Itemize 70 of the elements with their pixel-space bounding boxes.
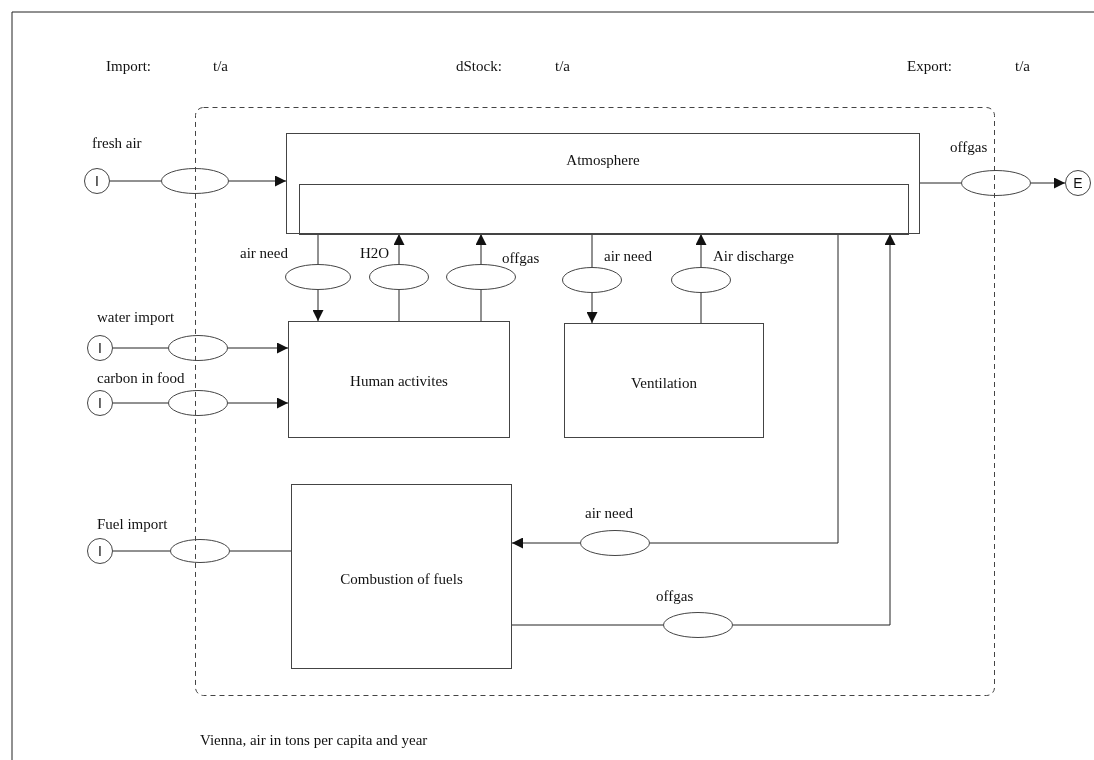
flow-label: water import: [97, 308, 175, 326]
flow-ellipse: [663, 612, 733, 638]
arrow: [586, 292, 598, 324]
arrow: [695, 233, 707, 268]
flow-line: [919, 182, 962, 184]
circle-label: I: [97, 394, 103, 412]
process-box: [288, 321, 510, 438]
flow-label: offgas: [950, 138, 988, 156]
circle-label: I: [97, 542, 103, 560]
flow-ellipse: [671, 267, 731, 293]
flow-ellipse: [168, 390, 228, 416]
flow-label: H2O: [360, 244, 390, 262]
arrow: [511, 537, 581, 549]
flow-line: [317, 233, 319, 265]
flow-line: [649, 233, 839, 544]
flow-line: [112, 402, 169, 404]
flow-label: Air discharge: [713, 247, 794, 265]
balance-label: dStock:: [456, 57, 502, 75]
flow-line: [480, 289, 482, 322]
flow-ellipse: [170, 539, 230, 563]
arrow: [393, 233, 405, 265]
flow-line: [229, 550, 292, 552]
process-box: [564, 323, 764, 438]
flow-line: [398, 289, 400, 322]
flow-label: fresh air: [92, 134, 142, 152]
stock-box: [299, 184, 909, 235]
box-label: Combustion of fuels: [339, 570, 464, 588]
flow-line: [109, 180, 162, 182]
flow-label: air need: [585, 504, 633, 522]
flow-label: air need: [240, 244, 288, 262]
flow-ellipse: [446, 264, 516, 290]
flow-label: carbon in food: [97, 369, 185, 387]
unit-label: t/a: [1015, 57, 1030, 75]
balance-label: Export:: [907, 57, 952, 75]
circle-label: I: [94, 172, 100, 190]
box-label: Human activites: [349, 372, 449, 390]
circle-label: E: [1072, 174, 1084, 192]
arrow: [227, 342, 289, 354]
flow-line: [511, 624, 664, 626]
flow-line: [112, 347, 169, 349]
circle-label: I: [97, 339, 103, 357]
arrow: [732, 233, 896, 626]
flow-ellipse: [580, 530, 650, 556]
balance-label: Import:: [106, 57, 151, 75]
flow-ellipse: [168, 335, 228, 361]
arrow: [227, 397, 289, 409]
arrow: [228, 175, 287, 187]
flow-label: offgas: [502, 249, 540, 267]
flow-ellipse: [369, 264, 429, 290]
flow-label: air need: [604, 247, 652, 265]
arrow: [312, 289, 324, 322]
flow-label: Fuel import: [97, 515, 168, 533]
flow-ellipse: [161, 168, 229, 194]
flow-label: offgas: [656, 587, 694, 605]
flow-ellipse: [562, 267, 622, 293]
process-box: [291, 484, 512, 669]
unit-label: t/a: [213, 57, 228, 75]
box-label: Ventilation: [630, 374, 698, 392]
arrow: [475, 233, 487, 265]
flow-ellipse: [285, 264, 351, 290]
caption: Vienna, air in tons per capita and year: [200, 731, 428, 749]
flow-line: [700, 292, 702, 324]
flow-line: [112, 550, 171, 552]
arrow: [1030, 177, 1066, 189]
box-label: Atmosphere: [565, 151, 641, 169]
system-boundary: [195, 107, 995, 696]
process-box: [286, 133, 920, 234]
flow-ellipse: [961, 170, 1031, 196]
flow-line: [591, 233, 593, 268]
unit-label: t/a: [555, 57, 570, 75]
